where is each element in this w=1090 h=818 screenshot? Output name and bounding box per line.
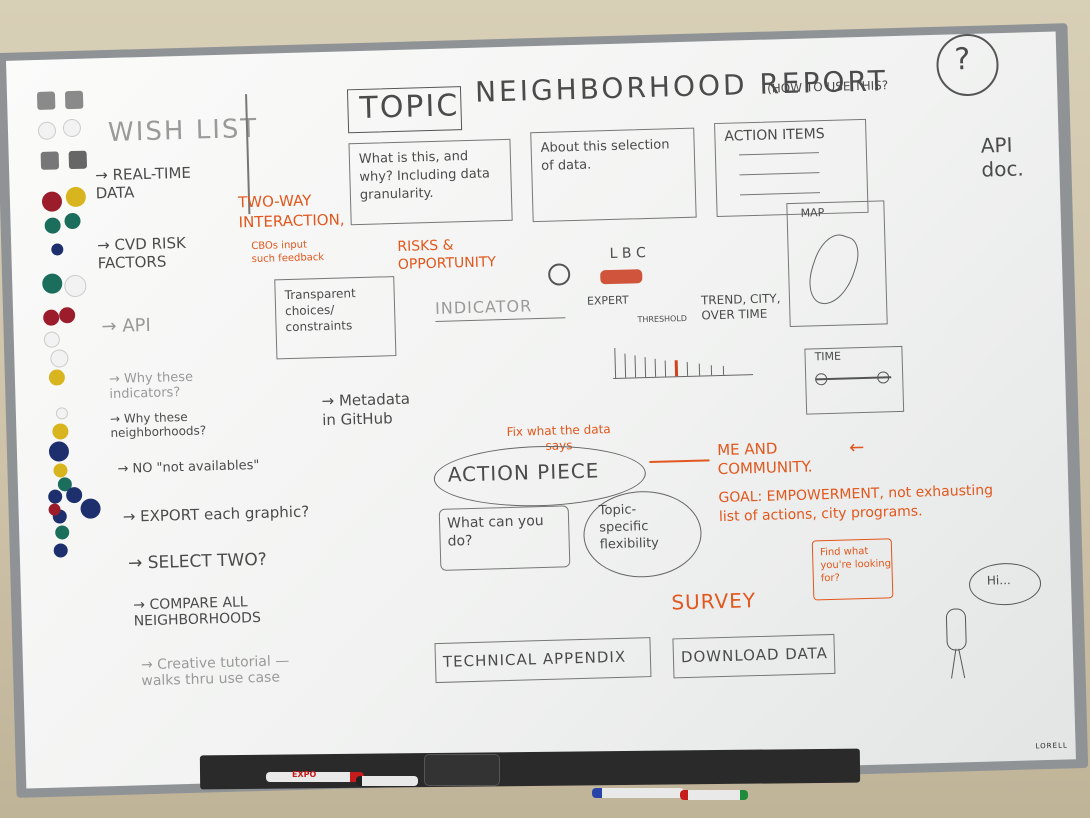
magnet (53, 463, 68, 478)
transparent-note: Transparent choices/ constraints (284, 286, 356, 335)
wish-item: → Creative tutorial — walks thru use cas… (140, 653, 290, 690)
wish-item: → REAL-TIME DATA (95, 163, 192, 203)
wish-item: → Why these neighborhoods? (109, 409, 207, 441)
risks-note: RISKS & OPPORTUNITY (397, 237, 497, 273)
topic-specific-text: Topic- specific flexibility (598, 502, 660, 553)
magnet (41, 273, 63, 294)
cbos-note: CBOs input such feedback (251, 239, 325, 266)
target-icon (547, 263, 571, 286)
sketch-tick (710, 365, 713, 376)
survey-note: SURVEY (671, 588, 757, 615)
magnet (41, 191, 63, 212)
api-doc-note: API doc. (980, 132, 1025, 182)
magnet (55, 525, 70, 540)
stick-figure-leg (951, 648, 957, 679)
sketch-tick (634, 355, 637, 378)
magnet (64, 90, 84, 110)
wish-item: → NO "not availables" (117, 457, 260, 477)
whiteboard-surface: WISH LIST → REAL-TIME DATA → CVD RISK FA… (6, 31, 1076, 789)
eraser (424, 754, 500, 786)
magnet (58, 307, 76, 324)
wish-list-title: WISH LIST (107, 113, 259, 149)
marker-green (680, 790, 748, 800)
magnet (65, 186, 87, 208)
goal-note: GOAL: EMPOWERMENT, not exhausting list o… (718, 482, 994, 526)
magnet (55, 407, 69, 420)
whiteboard-frame: WISH LIST → REAL-TIME DATA → CVD RISK FA… (0, 23, 1089, 798)
find-what-note: Find what you're looking for? (819, 545, 892, 585)
speech-bubble-text: Hi... (986, 572, 1011, 588)
magnet (43, 331, 61, 348)
sketch-tick-highlight (674, 360, 679, 377)
wish-item: → Why these indicators? (108, 369, 194, 403)
title-topic: TOPIC (359, 88, 460, 126)
info-box-about-text: About this selection of data. (540, 137, 670, 174)
metadata-note: → Metadata in GitHub (321, 389, 411, 430)
sketch-tick (614, 347, 617, 378)
magnet (37, 121, 57, 140)
threshold-label: THRESHOLD (637, 313, 688, 325)
wish-item: → COMPARE ALL NEIGHBORHOODS (133, 594, 262, 630)
marker-tray (199, 748, 861, 790)
trend-label: TREND, CITY, OVER TIME (700, 291, 781, 323)
magnet (48, 489, 63, 504)
sketch-tick (722, 365, 725, 375)
magnet (52, 423, 69, 440)
wish-item: → CVD RISK FACTORS (96, 233, 187, 273)
magnet (62, 118, 82, 138)
connector-line (649, 459, 710, 464)
magnet (50, 349, 69, 368)
magnet (53, 543, 68, 558)
magnet (65, 486, 83, 504)
wish-item: → SELECT TWO? (127, 549, 267, 574)
sketch-tick (654, 358, 657, 377)
expert-label: EXPERT (586, 293, 629, 308)
magnet (44, 217, 61, 234)
marker-brand: EXPO (292, 770, 317, 779)
magnet (64, 274, 87, 298)
sketch-tick (624, 353, 627, 378)
magnet (36, 91, 56, 110)
question-mark: ? (953, 41, 971, 78)
sketch-tick (664, 360, 667, 377)
indicator-label: INDICATOR (434, 296, 533, 318)
wish-item: → API (101, 314, 152, 338)
stick-figure-leg (958, 648, 966, 679)
magnet (68, 150, 88, 170)
stick-figure-body (945, 608, 967, 651)
action-piece-label: ACTION PIECE (447, 458, 600, 487)
lbc-labels: L B C (609, 245, 646, 263)
marker-black (356, 776, 418, 786)
magnet (80, 498, 101, 519)
me-community-note: ME AND COMMUNITY. (716, 439, 813, 479)
magnet (51, 243, 64, 256)
info-box-what-text: What is this, and why? Including data gr… (358, 148, 491, 203)
map-label: MAP (800, 206, 825, 220)
magnet (64, 212, 81, 230)
highlight-scribble (600, 269, 643, 285)
sketch-tick (686, 361, 689, 376)
magnet (40, 151, 60, 170)
marker-blue (592, 788, 684, 798)
what-can-you-do-text: What can you do? (446, 513, 544, 550)
magnet (42, 309, 60, 326)
magnet (48, 441, 70, 462)
action-items-title: ACTION ITEMS (724, 126, 825, 145)
sketch-tick (644, 357, 647, 378)
indicator-underline (435, 317, 566, 322)
wish-item: → EXPORT each graphic? (122, 502, 310, 526)
magnet (48, 369, 66, 386)
time-label: TIME (814, 349, 842, 364)
arrow-left-icon: ← (848, 437, 865, 459)
sketch-tick (698, 363, 701, 376)
two-way-note: TWO-WAY INTERACTION, (237, 191, 345, 232)
brand-label: LORELL (1035, 741, 1068, 751)
